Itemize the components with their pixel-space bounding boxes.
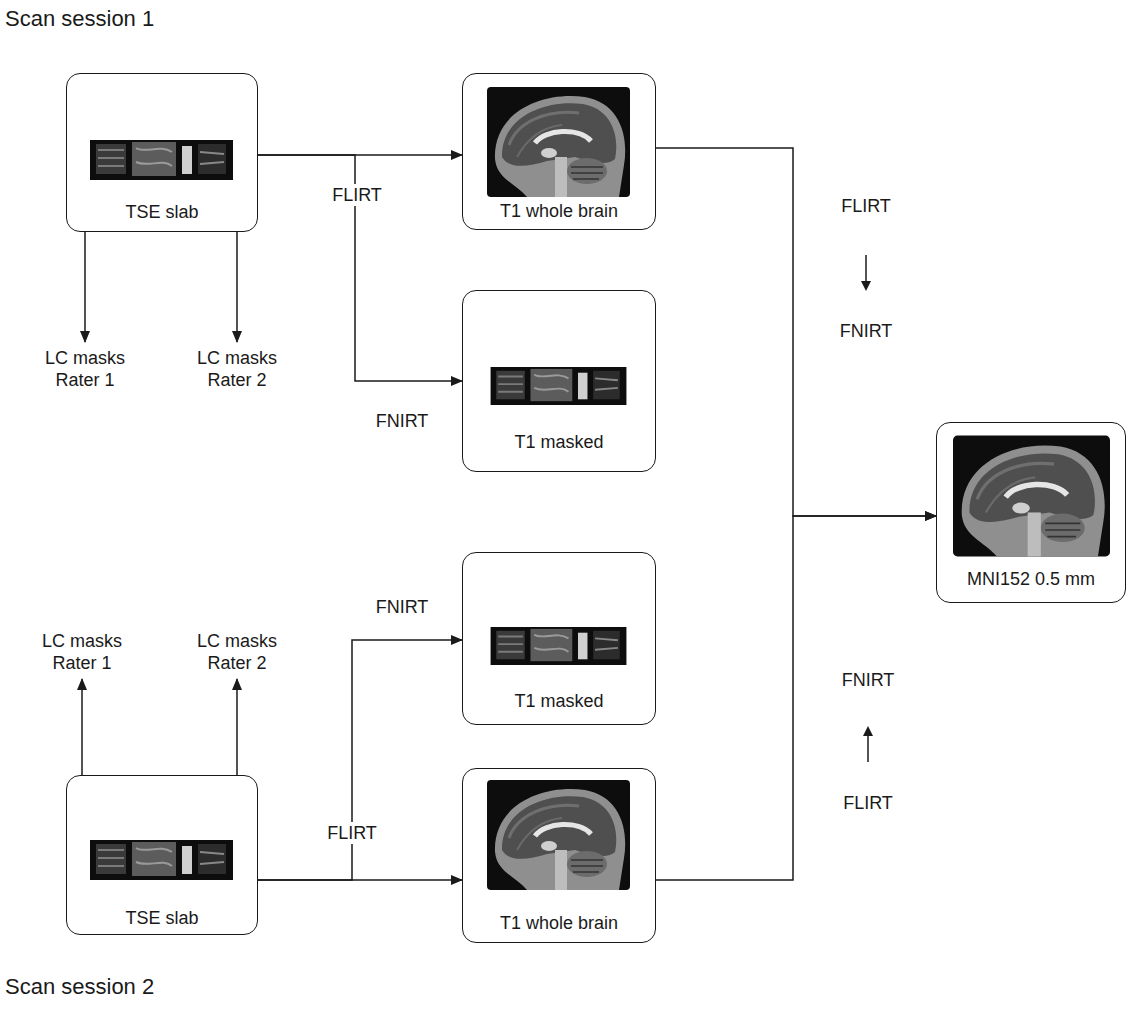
method-label: FNIRT <box>837 320 896 342</box>
edge-label: FNIRT <box>373 596 432 618</box>
method-label: FLIRT <box>840 792 896 814</box>
flow-arrow <box>656 148 936 516</box>
image-box: TSE slab <box>66 73 258 232</box>
flow-arrow <box>258 879 462 881</box>
flow-arrow <box>236 679 238 775</box>
direction-arrow <box>867 735 869 762</box>
image-box: TSE slab <box>66 775 258 935</box>
flow-arrow <box>258 155 462 381</box>
session-heading: Scan session 1 <box>5 6 154 32</box>
image-box: T1 masked <box>462 552 656 725</box>
node-text: T1 whole brain <box>500 200 618 222</box>
flow-arrow <box>236 232 238 342</box>
output-label: LC masks Rater 2 <box>187 630 287 674</box>
method-label: FNIRT <box>839 669 898 691</box>
flow-arrow <box>258 640 462 880</box>
flow-arrow <box>84 232 86 342</box>
node-text: LC masks Rater 1 <box>32 630 132 674</box>
output-label: LC masks Rater 1 <box>35 347 135 391</box>
image-box: MNI152 0.5 mm <box>936 422 1126 603</box>
edge-label: FLIRT <box>329 184 385 206</box>
image-box: T1 whole brain <box>462 768 656 943</box>
node-text: T1 whole brain <box>500 912 618 934</box>
direction-arrowhead <box>863 726 873 736</box>
node-text: MNI152 0.5 mm <box>967 568 1095 590</box>
node-text: TSE slab <box>125 907 198 929</box>
flow-arrow <box>656 516 936 880</box>
node-text: LC masks Rater 1 <box>35 347 135 391</box>
image-box: T1 masked <box>462 290 656 472</box>
node-text: LC masks Rater 2 <box>187 630 287 674</box>
flow-arrow <box>81 679 83 775</box>
direction-arrow <box>865 255 867 282</box>
node-text: T1 masked <box>514 690 603 712</box>
edge-label: FLIRT <box>324 822 380 844</box>
edge-label: FNIRT <box>373 410 432 432</box>
method-label: FLIRT <box>838 195 894 217</box>
output-label: LC masks Rater 1 <box>32 630 132 674</box>
image-box: T1 whole brain <box>462 73 656 230</box>
direction-arrowhead <box>861 281 871 291</box>
node-text: LC masks Rater 2 <box>187 347 287 391</box>
node-text: TSE slab <box>125 201 198 223</box>
node-text: T1 masked <box>514 431 603 453</box>
session-heading: Scan session 2 <box>5 974 154 1000</box>
output-label: LC masks Rater 2 <box>187 347 287 391</box>
